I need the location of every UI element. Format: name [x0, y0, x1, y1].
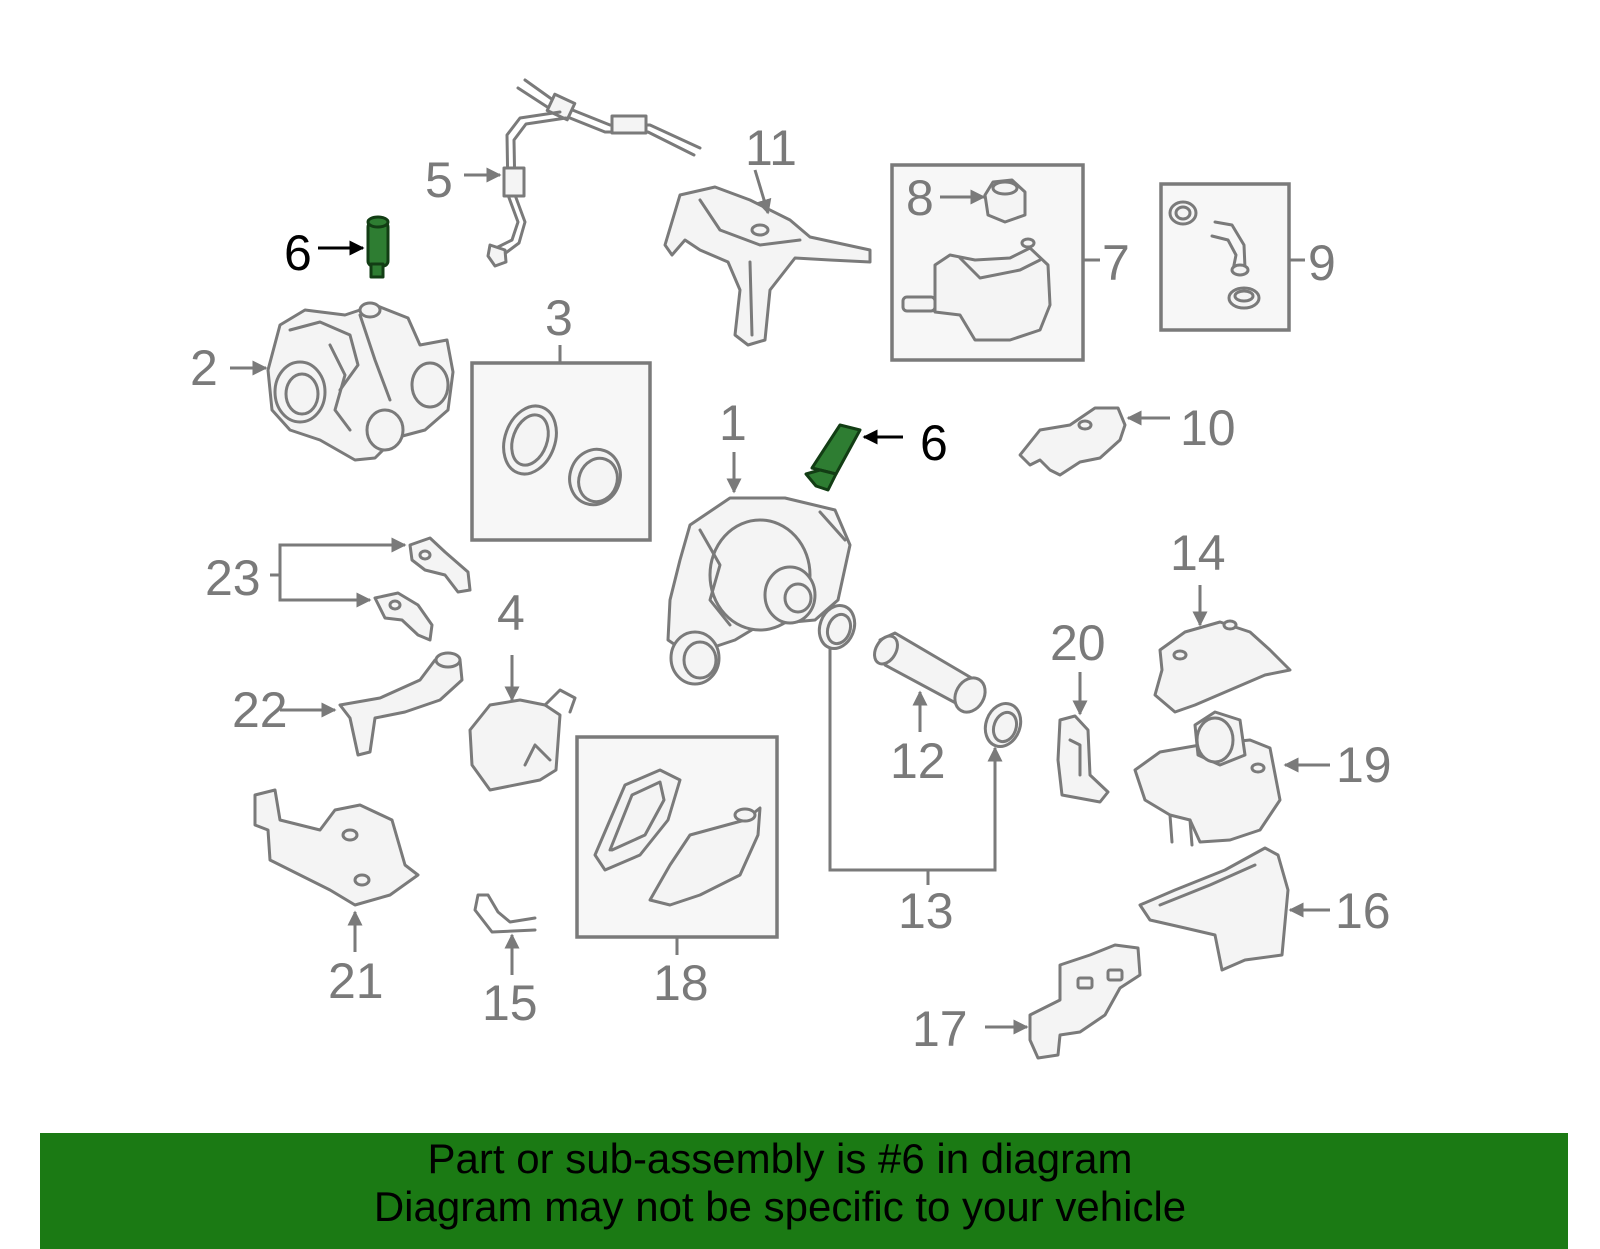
callout-17: 17 — [912, 1001, 968, 1057]
part-10-bracket — [1018, 406, 1127, 477]
callout-18: 18 — [653, 955, 709, 1011]
part-12-pipe — [873, 631, 987, 714]
part-18-gasket-kit — [593, 768, 762, 907]
part-9-hose-kit — [1168, 200, 1261, 310]
part-16-heat-shield — [1138, 846, 1290, 972]
callout-10: 10 — [1180, 400, 1236, 456]
callout-6-right: 6 — [920, 415, 948, 471]
callout-4: 4 — [497, 585, 525, 641]
callout-16: 16 — [1335, 883, 1391, 939]
part-14-bracket — [1153, 619, 1292, 714]
part-13-seal-rings — [817, 604, 1023, 748]
part-7-reservoir — [901, 237, 1052, 342]
part-3-seals — [502, 404, 622, 507]
banner-line-disclaimer: Diagram may not be specific to your vehi… — [373, 1183, 1187, 1230]
part-1-turbocharger — [666, 496, 852, 686]
callout-23: 23 — [205, 550, 261, 606]
part-11-heat-shield — [663, 185, 872, 347]
part-15-hose — [473, 893, 537, 934]
callout-5: 5 — [425, 152, 453, 208]
callout-6-left: 6 — [284, 225, 312, 281]
callout-20: 20 — [1050, 615, 1106, 671]
part-8-cap — [983, 178, 1027, 224]
callout-22: 22 — [232, 682, 288, 738]
callout-11: 11 — [745, 120, 797, 176]
callout-3: 3 — [545, 290, 573, 346]
part-21-plate — [253, 788, 420, 907]
callout-9: 9 — [1308, 235, 1336, 291]
callout-7: 7 — [1102, 235, 1130, 291]
callout-2: 2 — [190, 340, 218, 396]
part-6-sensor-left — [366, 215, 390, 279]
part-19-cooler — [1133, 710, 1282, 847]
callout-1: 1 — [719, 395, 747, 451]
callout-19: 19 — [1336, 737, 1392, 793]
callout-14: 14 — [1170, 525, 1226, 581]
part-6-sensor-right — [804, 423, 862, 492]
callout-21: 21 — [328, 953, 384, 1009]
part-2-turbo-housing — [266, 301, 455, 462]
part-17-bracket — [1028, 943, 1142, 1060]
part-22-pipe — [338, 651, 464, 757]
callout-15: 15 — [482, 975, 538, 1031]
part-4-cover — [468, 688, 577, 792]
part-23-brackets — [373, 536, 472, 642]
callout-12: 12 — [890, 733, 946, 789]
banner-line-part-number: Part or sub-assembly is #6 in diagram — [427, 1135, 1133, 1182]
info-banner: Part or sub-assembly is #6 in diagram Di… — [40, 1133, 1568, 1249]
kit-box-3 — [470, 361, 652, 542]
callout-8: 8 — [906, 170, 934, 226]
part-5-hose — [486, 78, 702, 268]
part-20-bracket — [1056, 714, 1110, 804]
callout-13: 13 — [898, 883, 954, 939]
